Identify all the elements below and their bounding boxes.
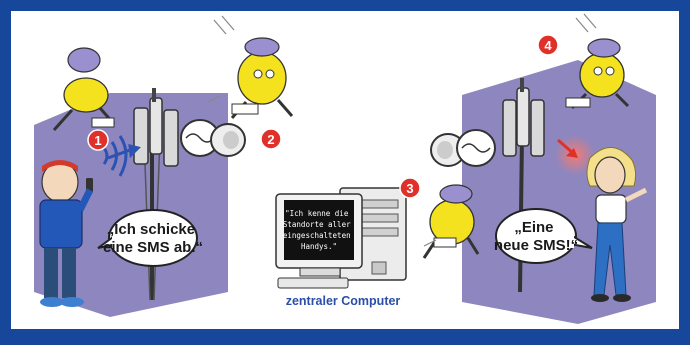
- screen-line-1: "Ich kenne die: [285, 209, 349, 218]
- screen-line-3: eingeschalteten: [283, 231, 351, 240]
- right-satellite-dish-icon: [431, 130, 495, 166]
- sender-speech-line-1: „Ich schicke: [107, 221, 195, 238]
- svg-text:3: 3: [406, 181, 413, 196]
- svg-text:„Ich schicke eine SMS ab: „Ich schicke eine SMS ab.“: [103, 221, 203, 256]
- left-satellite-dish-icon: [181, 120, 245, 156]
- step-badge-2: 2: [261, 129, 281, 149]
- svg-text:2: 2: [267, 132, 274, 147]
- screen-line-2: Standorte aller: [283, 220, 351, 229]
- sender-speech-line-2: eine SMS ab.“: [103, 239, 203, 256]
- receiver-speech-line-2: neue SMS!“: [494, 237, 578, 254]
- receiver-cell-zone: [462, 60, 656, 324]
- step-badge-1: 1: [88, 130, 108, 150]
- step-badge-4: 4: [538, 35, 558, 55]
- svg-text:1: 1: [94, 133, 101, 148]
- screen-line-4: Handys.": [301, 242, 337, 251]
- computer-caption: zentraler Computer: [286, 294, 401, 308]
- svg-text:4: 4: [544, 38, 552, 53]
- step-badge-3: 3: [400, 178, 420, 198]
- receiver-speech-line-1: „Eine: [514, 219, 553, 236]
